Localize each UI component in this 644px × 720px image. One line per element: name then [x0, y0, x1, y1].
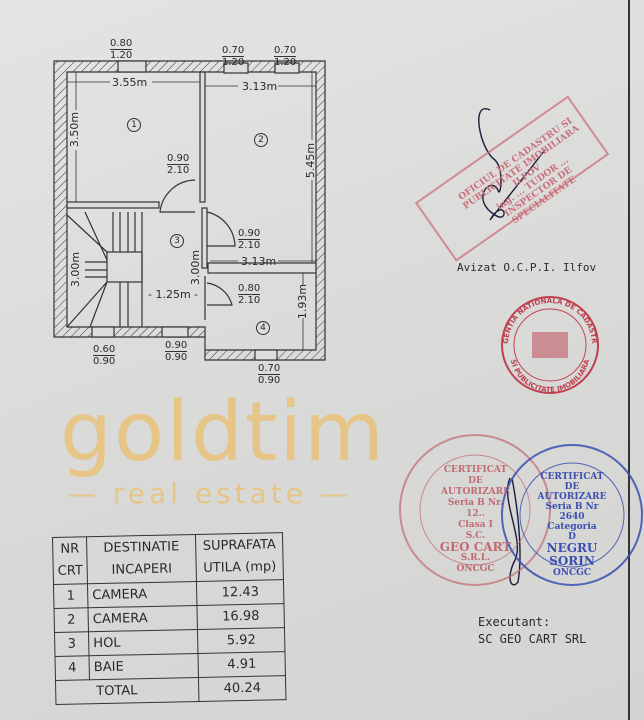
watermark-tagline: — real estate —	[68, 477, 352, 510]
approval-label: Avizat O.C.P.I. Ilfov	[457, 261, 597, 274]
staircase	[66, 211, 143, 328]
wall-room1-bottom	[66, 201, 160, 209]
dim-hall-width: - 1.25m -	[148, 288, 199, 301]
watermark-brand: goldtim	[60, 385, 386, 480]
executant-label: Executant:	[478, 615, 551, 629]
round-stamp-text-bottom: SI PUBLICITATE IMOBILIARA	[509, 358, 592, 394]
executant-company: SC GEO CART SRL	[478, 632, 587, 646]
stamp-negru	[501, 444, 643, 586]
room-number-2: 2	[254, 133, 268, 147]
door-room2	[206, 211, 236, 247]
window-hall	[161, 326, 189, 338]
window-room1	[117, 60, 147, 73]
room-number-4: 4	[256, 321, 270, 335]
signature-ocpi	[478, 108, 546, 221]
wall-room2-bath	[207, 262, 317, 274]
dim-room2-width-bottom: 3.13m	[241, 255, 277, 268]
stamp-geocart	[399, 434, 551, 586]
dim-hall-depth: 3.00m	[189, 249, 203, 286]
room-number-1: 1	[127, 118, 141, 132]
dim-room2-depth: 5.45m	[304, 142, 318, 179]
watermark-tagline-text: real estate	[112, 477, 308, 510]
window-bath	[254, 349, 278, 361]
window-room2-left	[223, 62, 249, 74]
approval-stamp	[414, 95, 610, 262]
dim-room2-width-top: 3.13m	[242, 80, 278, 93]
signature-executant	[506, 477, 521, 586]
window-room2-right	[274, 62, 300, 74]
frame-border-line	[628, 0, 630, 720]
dim-room1-width: 3.55m	[112, 76, 148, 89]
svg-text:SI PUBLICITATE IMOBILIARA: SI PUBLICITATE IMOBILIARA	[509, 358, 592, 394]
wall-room1-room2	[199, 71, 206, 203]
room-number-3: 3	[170, 234, 184, 248]
dim-room1-depth: 3.50m	[68, 111, 82, 148]
wall-hall-right	[201, 207, 208, 269]
dim-stairs-depth: 3.00m	[69, 251, 83, 288]
door-bath	[206, 282, 233, 306]
door-room1	[159, 179, 196, 213]
window-stairs	[91, 326, 115, 338]
dim-bath-depth: 1.93m	[296, 283, 310, 320]
